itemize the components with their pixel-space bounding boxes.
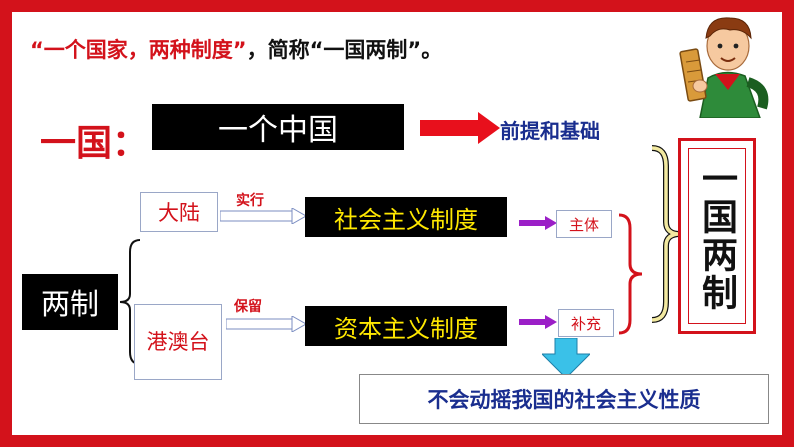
one-china-box: 一个中国: [152, 104, 404, 150]
conclusion-box: 不会动摇我国的社会主义性质: [359, 374, 769, 424]
premise-text: 前提和基础: [500, 119, 600, 143]
two-systems-label: 两制: [22, 274, 118, 330]
left-brace-icon: [119, 239, 141, 365]
hkmt-action-label: 保留: [234, 299, 262, 315]
arrow-right-icon: [220, 208, 306, 224]
mainland-action-label: 实行: [236, 193, 264, 209]
down-arrow-icon: [542, 338, 590, 378]
purple-arrow-icon: [519, 216, 557, 230]
red-arrow-icon: [420, 112, 500, 144]
supplement-label: 补充: [558, 309, 614, 337]
title-quote: “一个国家，两种制度”: [30, 38, 247, 62]
red-brace-icon: [618, 213, 643, 335]
hk-macao-taiwan-box: 港澳台: [134, 304, 222, 380]
one-country-two-systems-box: 一国两制: [678, 138, 756, 334]
purple-arrow-icon-2: [519, 315, 557, 329]
cartoon-boy-illustration: [679, 17, 769, 118]
main-body-label: 主体: [556, 210, 612, 238]
socialist-system-box: 社会主义制度: [305, 197, 507, 237]
capitalist-system-box: 资本主义制度: [305, 306, 507, 346]
one-country-two-systems-text: 一国两制: [696, 160, 738, 312]
mainland-box: 大陆: [140, 192, 218, 232]
arrow-right-icon-2: [226, 316, 306, 332]
yiguo-label: 一国：: [40, 123, 149, 164]
slide-title: “一个国家，两种制度”，简称“一国两制”。: [30, 34, 442, 64]
one-country-two-systems-inner: 一国两制: [688, 148, 746, 324]
title-abbreviation: ，简称“一国两制”。: [246, 38, 443, 62]
